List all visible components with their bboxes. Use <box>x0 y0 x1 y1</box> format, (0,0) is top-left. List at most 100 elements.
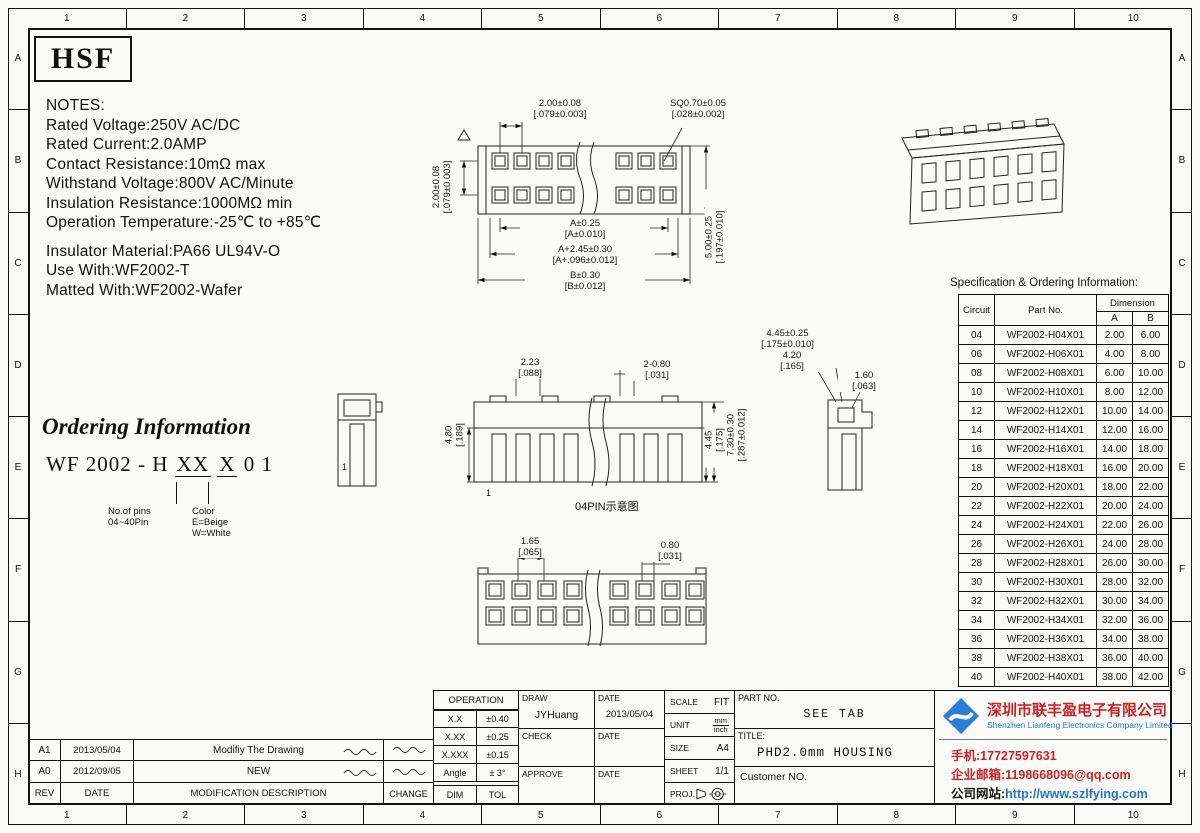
op-footer-dim: DIM <box>433 785 477 805</box>
dim-b-cell: 42.00 <box>1132 667 1169 687</box>
company-name-en: Shenzhen Lianfeng Electronics Company Li… <box>987 720 1173 730</box>
ordering-title: Ordering Information <box>42 414 251 439</box>
company-block: 深圳市联丰盈电子有限公司 Shenzhen Lianfeng Electroni… <box>934 690 1173 805</box>
grid-label: 4 <box>364 805 482 825</box>
grid-label: 9 <box>956 805 1075 825</box>
grid-label: 1 <box>8 805 127 825</box>
part-no-label: PART NO. <box>738 693 780 703</box>
grid-label: 5 <box>482 8 601 28</box>
company-name-cn: 深圳市联丰盈电子有限公司 <box>987 702 1168 719</box>
dim-pitch-top: 2.00±0.08[.079±0.003] <box>518 98 602 120</box>
grid-label: 4 <box>364 8 482 28</box>
col-part-no: Part No. <box>994 294 1097 326</box>
pin1-label: 1 <box>342 462 347 472</box>
part-no-cell: WF2002-H24X01 <box>994 515 1097 535</box>
dim-a-cell: 14.00 <box>1096 439 1133 459</box>
grid-label: 8 <box>838 805 956 825</box>
circuit-cell: 30 <box>958 572 995 592</box>
rev-id-cell: A1 <box>28 739 61 761</box>
dim-a-cell: 6.00 <box>1096 363 1133 383</box>
rev-header-rev: REV <box>28 782 61 805</box>
size-cell: SIZE A4 <box>664 736 735 760</box>
operation-row: X.XXX±0.15 <box>433 745 519 764</box>
op-dim: X.X <box>433 709 477 728</box>
dim-445a: 4.45±0.25[.175±0.010] <box>740 328 835 350</box>
customer-no-cell: Customer NO. <box>734 766 935 805</box>
dim-b-cell: 28.00 <box>1132 534 1169 554</box>
approve-label: APPROVE <box>522 769 564 779</box>
part-no-cell: WF2002-H12X01 <box>994 401 1097 421</box>
grid-label: 7 <box>719 8 838 28</box>
op-dim: Angle <box>433 763 477 782</box>
dim-b-cell: 14.00 <box>1132 401 1169 421</box>
scale-label: SCALE <box>670 697 698 707</box>
op-tol: ± 3° <box>476 763 519 782</box>
rev-header-change: CHANGE <box>383 782 434 805</box>
pin1-label: 1 <box>486 488 491 498</box>
size-label: SIZE <box>670 743 689 753</box>
proj-label: PROJ. <box>670 788 696 799</box>
circuit-cell: 16 <box>958 439 995 459</box>
circuit-cell: 04 <box>958 325 995 345</box>
dim-a-cell: 10.00 <box>1096 401 1133 421</box>
rev-date-cell: 2012/09/05 <box>60 760 134 783</box>
part-no-cell: WF2002-H18X01 <box>994 458 1097 478</box>
rev-header-date: DATE <box>60 782 134 805</box>
col-dim-b: B <box>1132 311 1169 326</box>
pin-diagram-note: 04PIN示意图 <box>575 501 639 513</box>
circuit-cell: 38 <box>958 648 995 668</box>
operation-row: X.XX±0.25 <box>433 727 519 746</box>
date-label: DATE <box>598 693 621 703</box>
dim-165: 1.65[.065] <box>500 536 560 558</box>
grid-label: B <box>1172 110 1192 213</box>
company-logo <box>943 698 979 734</box>
rev-date-cell: 2013/05/04 <box>60 739 134 761</box>
grid-label: C <box>1172 213 1192 315</box>
grid-label: G <box>8 622 28 724</box>
title-cell: TITLE: PHD2.0mm HOUSING <box>734 728 935 767</box>
op-footer-tol: TOL <box>476 785 519 805</box>
dim-a-cell: 22.00 <box>1096 515 1133 535</box>
op-tol: ±0.25 <box>476 727 519 746</box>
dim-b-cell: 32.00 <box>1132 572 1169 592</box>
approve-cell: APPROVE <box>518 766 595 805</box>
unit-cell: UNIT mm inch <box>664 713 735 737</box>
check-cell: CHECK <box>518 728 595 767</box>
date-label: DATE <box>598 731 621 741</box>
company-website-link[interactable]: http://www.szlfying.com <box>1005 787 1148 801</box>
note-line: Rated Current:2.0AMP <box>46 136 207 153</box>
notes-title: NOTES: <box>46 97 105 114</box>
grid-label: 3 <box>245 8 364 28</box>
grid-label: H <box>1178 768 1186 780</box>
grid-label: A <box>8 8 28 111</box>
dim-a-cell: 36.00 <box>1096 648 1133 668</box>
dim-480: 4.80[.189] <box>444 407 467 463</box>
drawing-side-view: 1 <box>337 393 383 487</box>
proj-cell: PROJ. <box>664 782 735 805</box>
grid-label: E <box>8 417 28 520</box>
rev-id-cell: A0 <box>28 760 61 783</box>
scale-cell: SCALE FIT <box>664 690 735 714</box>
dim-b-cell: 20.00 <box>1132 458 1169 478</box>
grid-label: G <box>1172 622 1192 724</box>
customer-no-label: Customer NO. <box>740 771 808 783</box>
dim-b-cell: 40.00 <box>1132 648 1169 668</box>
change-squiggle <box>392 768 425 775</box>
approve-date-cell: DATE <box>594 766 665 805</box>
dim-a-cell: 34.00 <box>1096 629 1133 649</box>
